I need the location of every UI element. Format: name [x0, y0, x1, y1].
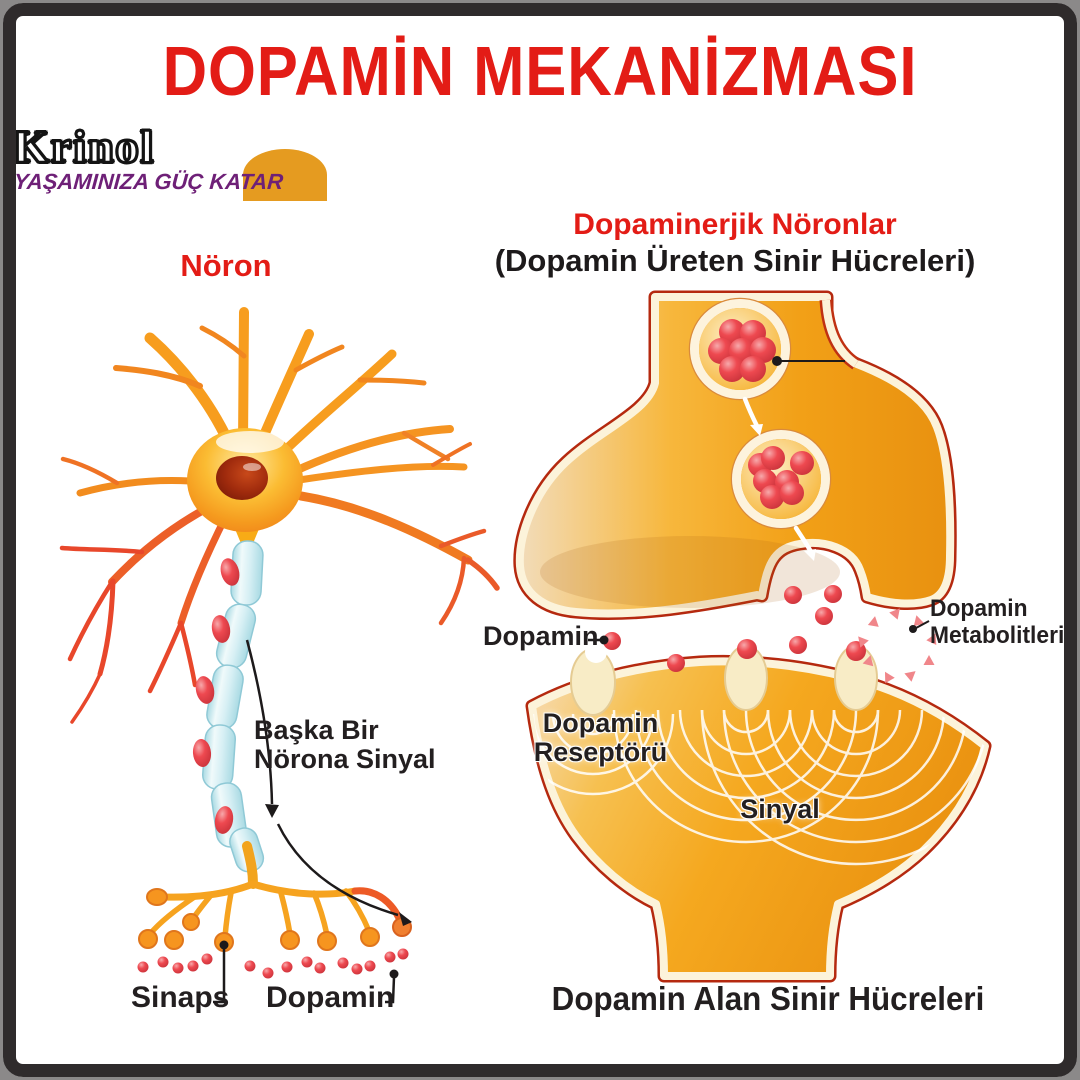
dopamin-leader-line — [385, 969, 399, 1004]
dopamin-cleft-label: Dopamin — [483, 621, 599, 651]
axon-nodes — [192, 558, 240, 834]
metabolites-leader — [909, 620, 930, 633]
signal-note-label: Başka Bir Nörona Sinyal — [254, 716, 436, 774]
released-dopamine-dots — [137, 948, 409, 979]
nucleus — [216, 456, 268, 500]
nucleus-gloss — [243, 463, 261, 471]
metabolites-line1: Dopamin — [930, 595, 1028, 622]
neuron-section-title: Nöron — [180, 248, 272, 283]
signal-flow-arrow — [245, 639, 412, 926]
bottom-caption: Dopamin Alan Sinir Hücreleri — [551, 980, 985, 1017]
terminal-bulbs — [138, 888, 412, 952]
metabolite-particles — [858, 608, 937, 684]
vesicle-1 — [688, 297, 792, 401]
dopamin-left-label: Dopamin — [266, 981, 395, 1014]
presynaptic-terminal — [513, 290, 957, 620]
signal-waves — [532, 709, 985, 866]
signal-note-line1: Başka Bir — [254, 715, 379, 745]
vesicle-2 — [730, 428, 832, 530]
signal-note-line2: Nörona Sinyal — [254, 744, 436, 774]
receptor-1-notch — [585, 641, 607, 663]
vesicle-leader-line — [772, 356, 845, 366]
sinaps-leader-line — [213, 940, 229, 1004]
cleft-dopamine-leader — [588, 635, 609, 645]
receptor-line1: Dopamin — [542, 708, 659, 738]
receptor-label: Dopamin Reseptörü — [513, 709, 688, 767]
logo-tagline: YAŞAMINIZA GÜÇ KATAR — [13, 169, 285, 194]
neuron-illustration — [59, 307, 500, 1004]
metabolites-label: Dopamin Metabolitleri — [930, 595, 1064, 649]
logo-krinol: Krinol — [12, 120, 156, 173]
synapse-section-title: Dopaminerjik Nöronlar — [573, 208, 897, 241]
logo-dome-shape — [243, 149, 327, 201]
metabolites-line2: Metabolitleri — [930, 622, 1065, 649]
synapse-illustration — [513, 290, 992, 983]
vesicle-flow-arrows — [742, 396, 816, 561]
receptor-line2: Reseptörü — [533, 737, 668, 767]
page-title: DOPAMİN MEKANİZMASI — [162, 32, 918, 110]
sinyal-label: Sinyal — [740, 794, 820, 824]
sinaps-label: Sinaps — [131, 981, 230, 1014]
synapse-section-subtitle: (Dopamin Üreten Sinir Hücreleri) — [494, 243, 976, 278]
soma-gloss — [216, 431, 284, 453]
myelinated-axon — [201, 540, 265, 873]
